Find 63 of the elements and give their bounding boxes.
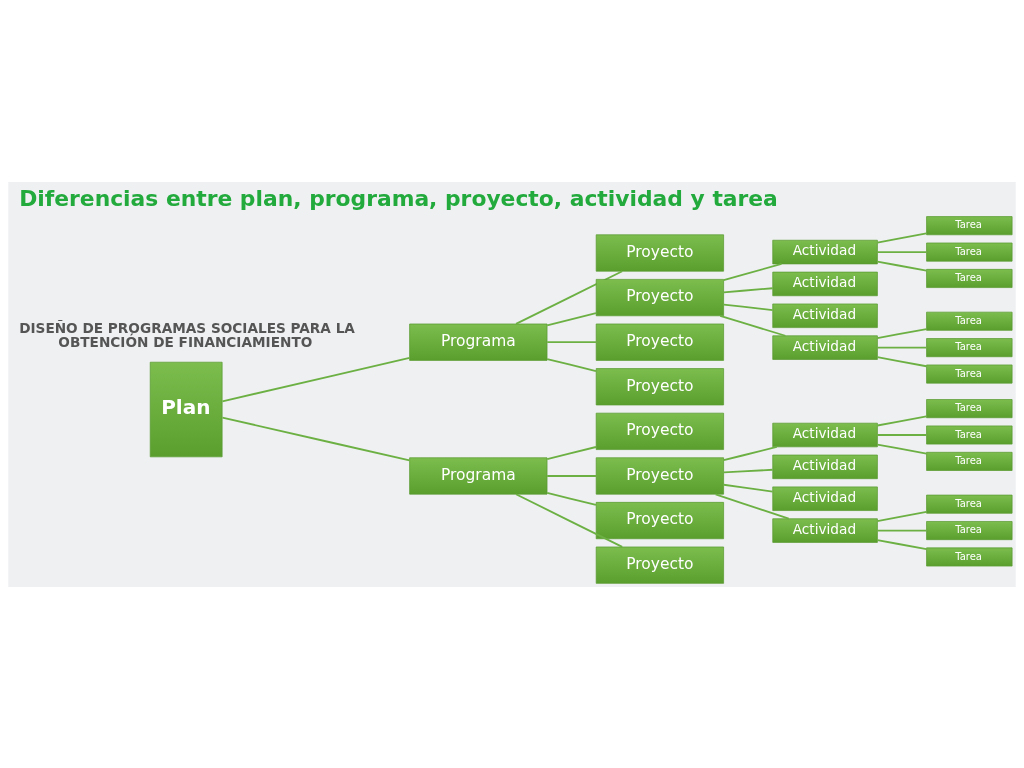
connector xyxy=(722,445,778,461)
node-box: Actividad xyxy=(772,422,878,447)
connector xyxy=(722,262,783,281)
connector xyxy=(876,232,928,243)
connector xyxy=(876,346,928,349)
node-box: Actividad xyxy=(772,454,878,479)
connector xyxy=(722,303,774,311)
node-box: Tarea xyxy=(926,520,1013,540)
node-box: Proyecto xyxy=(595,546,724,584)
connector xyxy=(719,314,787,337)
node-box: Proyecto xyxy=(595,233,724,272)
node-box: Tarea xyxy=(926,451,1013,471)
connector xyxy=(546,311,597,326)
connector xyxy=(546,474,597,477)
connector xyxy=(876,250,928,253)
node-box: Tarea xyxy=(926,268,1013,288)
connector xyxy=(714,492,790,520)
node-box: Proyecto xyxy=(595,456,724,495)
node-box: Proyecto xyxy=(595,412,724,450)
connector xyxy=(546,357,597,372)
node-box: Tarea xyxy=(926,311,1013,331)
node-box: Actividad xyxy=(772,239,878,264)
connector xyxy=(221,416,411,461)
connector xyxy=(515,492,624,548)
connector xyxy=(876,415,928,426)
connector xyxy=(546,445,597,460)
connector xyxy=(876,538,928,550)
connector xyxy=(722,286,774,293)
node-box: Proyecto xyxy=(595,501,724,539)
node-box: Proyecto xyxy=(595,367,724,405)
connector xyxy=(876,327,928,339)
node-box: Actividad xyxy=(772,334,878,360)
node-box: Tarea xyxy=(926,547,1013,566)
diagram-title: Diferencias entre plan, programa, proyecto, actividad y tarea xyxy=(19,185,778,211)
node-box: Tarea xyxy=(926,215,1013,235)
connector xyxy=(722,483,774,492)
connector xyxy=(876,510,928,522)
label: DISEÑO DE PROGRAMAS SOCIALES PARA LA OBTENCIÓN DE FINANCIAMIENTO xyxy=(19,319,355,350)
node-box: Tarea xyxy=(926,242,1013,262)
connector xyxy=(876,443,928,455)
connector xyxy=(876,355,928,367)
node-box: Programa xyxy=(409,323,548,361)
node-box: Tarea xyxy=(926,398,1013,418)
connector xyxy=(221,356,411,402)
connector xyxy=(876,529,928,531)
node-box: Actividad xyxy=(772,303,878,328)
connector xyxy=(876,433,928,436)
connector xyxy=(546,340,597,343)
node-box: Actividad xyxy=(772,271,878,296)
node-box: Tarea xyxy=(926,337,1013,357)
node-box: Plan xyxy=(149,361,223,457)
node-box: Actividad xyxy=(772,517,878,543)
connector xyxy=(876,260,928,272)
node-box: Tarea xyxy=(926,425,1013,444)
node-box: Tarea xyxy=(926,364,1013,383)
node-box: Tarea xyxy=(926,494,1013,514)
node-box: Programa xyxy=(409,456,548,495)
node-box: Proyecto xyxy=(595,278,724,316)
node-box: Actividad xyxy=(772,486,878,511)
node-box: Proyecto xyxy=(595,323,724,361)
connector xyxy=(546,491,597,506)
connector xyxy=(515,269,624,325)
connector xyxy=(722,468,774,473)
